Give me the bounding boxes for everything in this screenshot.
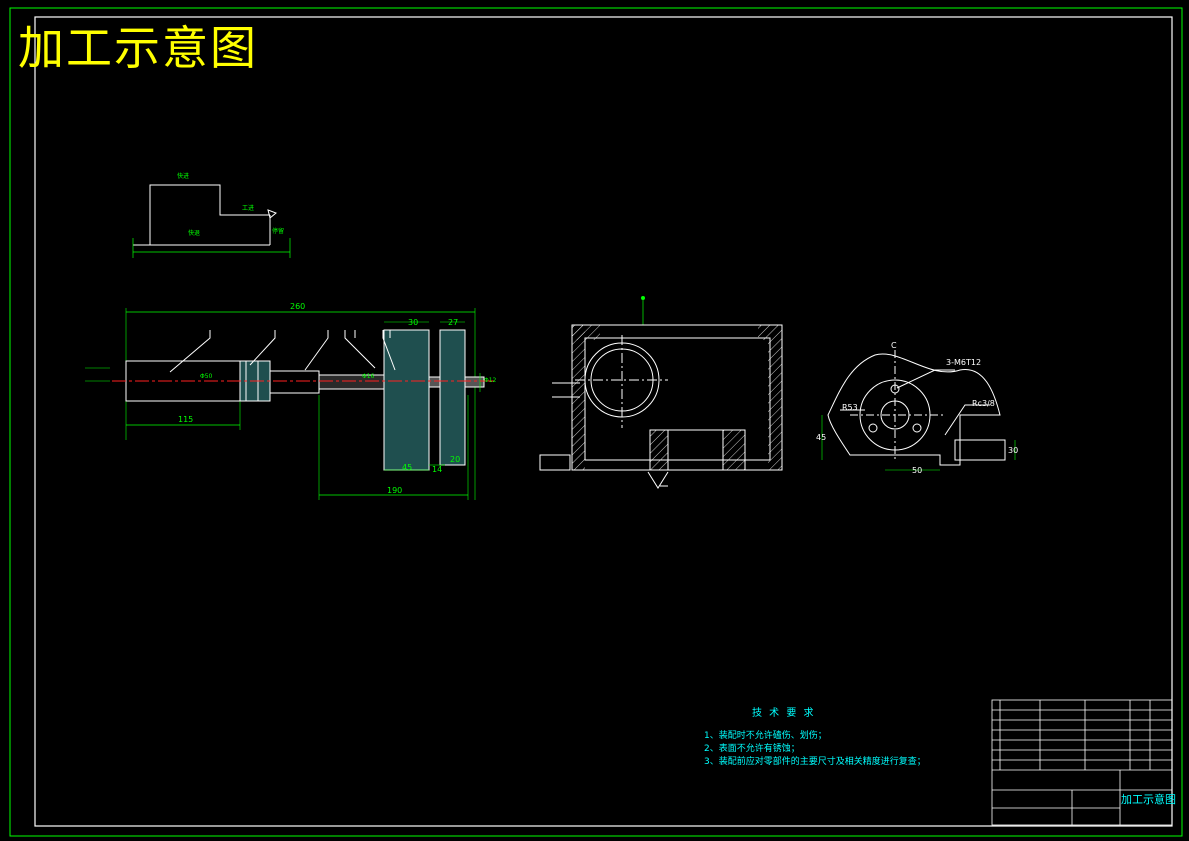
cycle-diagram [132, 184, 291, 258]
title-block [991, 699, 1173, 826]
pipe-thread-callout: Rc3/8 [972, 399, 995, 408]
sheet-inner-frame [34, 16, 1173, 827]
dim-lower-length: 190 [387, 486, 403, 495]
cycle-label-fast-forward: 快进 [177, 173, 190, 180]
sheet-outer-frame [9, 7, 1183, 837]
dim-d2: 27 [448, 318, 459, 327]
tooling-assembly [85, 308, 485, 500]
thread-callout: 3-M6T12 [946, 358, 982, 367]
tech-requirement-3: 3、装配前应对零部件的主要尺寸及相关精度进行复查； [704, 757, 926, 767]
dim-left-length: 115 [178, 415, 194, 424]
dim-dia-shank: Φ50 [200, 373, 213, 380]
radius-callout: R53 [842, 403, 858, 412]
tech-requirement-1: 1、装配时不允许磕伤、划伤； [704, 731, 827, 741]
drawing-title: 加工示意图 [18, 21, 258, 75]
title-block-name: 加工示意图 [1121, 793, 1176, 806]
dim-d4: 14 [432, 465, 443, 474]
dim-dia-small: Φ12 [484, 377, 497, 384]
dim-part-30: 30 [1008, 446, 1019, 455]
dim-d3: 45 [402, 463, 413, 472]
tech-requirement-2: 2、表面不允许有锈蚀； [704, 744, 800, 754]
center-mark-c: C [891, 341, 897, 350]
dim-d1: 30 [408, 318, 419, 327]
tech-requirements-heading: 技 术 要 求 [752, 708, 816, 719]
cycle-label-fast-return: 快退 [188, 230, 201, 237]
cycle-label-work-feed: 工进 [242, 205, 255, 212]
part-end-view [821, 350, 1016, 471]
dim-dia-bore: Φ16 [362, 373, 375, 380]
workpiece-section [539, 296, 783, 489]
cycle-label-dwell: 停留 [272, 228, 285, 235]
dim-d5: 20 [450, 455, 461, 464]
dim-total-length: 260 [290, 302, 306, 311]
dim-part-45: 45 [816, 433, 827, 442]
dim-part-50: 50 [912, 466, 923, 475]
